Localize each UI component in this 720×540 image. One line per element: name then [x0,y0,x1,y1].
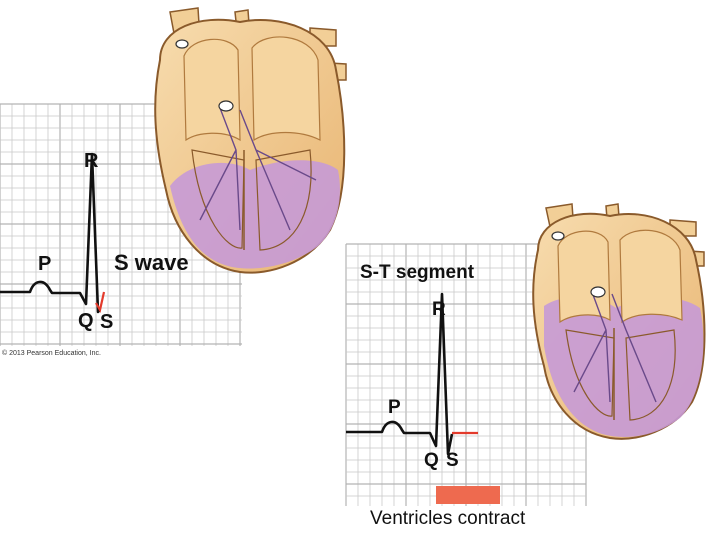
s-wave-label: S [100,311,114,333]
ecg-trace-left [0,152,101,314]
r-wave-label: R [432,299,446,320]
s-wave-caption: S wave [114,250,189,275]
q-wave-label: Q [78,310,94,332]
heart-illustration-ventricular-depolarization [154,7,347,274]
ventricles-contract-caption: Ventricles contract [370,508,526,529]
s-wave-label: S [446,450,459,471]
q-wave-label: Q [424,450,439,471]
ecg-trace-right [346,292,454,456]
r-wave-label: R [84,150,99,172]
ventricles-contract-bar [436,486,500,504]
heart-illustration-ventricles-contract [532,203,706,440]
copyright-notice: © 2013 Pearson Education, Inc. [2,350,101,357]
st-segment-caption: S-T segment [360,262,475,283]
ventricle-depolarized [170,160,340,269]
p-wave-label: P [388,397,401,418]
p-wave-label: P [38,253,52,275]
s-wave-highlight [95,291,106,314]
